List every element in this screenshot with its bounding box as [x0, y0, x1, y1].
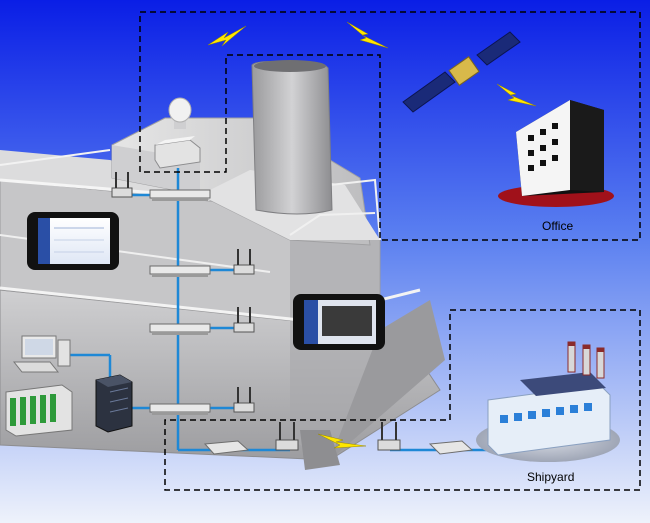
shipyard-network-boundary: [164, 309, 641, 491]
network-switch-icon: [149, 189, 211, 201]
satellite-icon: [402, 31, 521, 113]
modem-icon: [428, 440, 474, 455]
control-panel-icon: [5, 384, 73, 437]
workstation-icon: [12, 335, 71, 373]
office-building-icon: [498, 100, 614, 207]
wireless-ap-icon: [233, 387, 255, 413]
satellite-terminal-icon: [154, 136, 201, 169]
modem-icon: [203, 440, 250, 455]
network-switch-icon: [149, 403, 211, 415]
lightning-icon: [317, 433, 367, 449]
wireless-ap-icon: [233, 249, 255, 275]
radome-icon: [168, 97, 192, 129]
office-network-boundary: [139, 11, 641, 241]
factory-icon: [476, 341, 620, 462]
tablet-icon: [293, 294, 385, 350]
network-switch-icon: [149, 323, 211, 335]
tablet-icon: [27, 212, 119, 270]
lightning-icon: [207, 25, 247, 47]
ship: [0, 60, 445, 470]
wireless-ap-icon: [233, 307, 255, 333]
network-switch-icon: [149, 265, 211, 277]
wireless-ap-icon: [377, 422, 401, 451]
server-rack-icon: [95, 374, 133, 433]
wireless-ap-icon: [275, 422, 299, 451]
shipyard-label: Shipyard: [527, 470, 575, 484]
office-label: Office: [542, 219, 574, 233]
wireless-ap-icon: [111, 172, 133, 198]
lightning-icon: [496, 83, 537, 107]
lightning-icon: [346, 21, 389, 49]
